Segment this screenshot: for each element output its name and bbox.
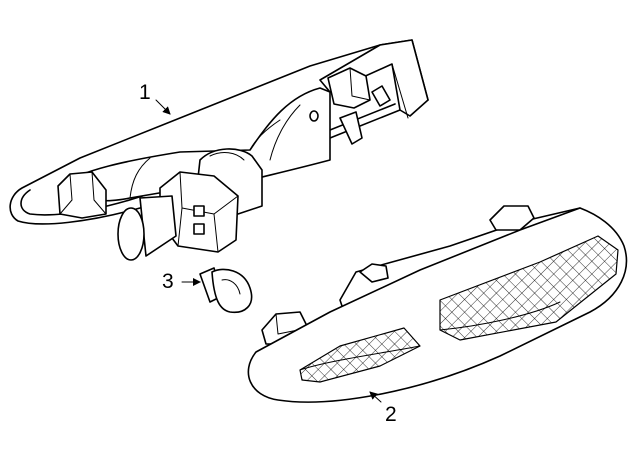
callout-2: 2 — [385, 403, 397, 426]
right-tab — [371, 85, 391, 107]
callout-3: 3 — [162, 270, 174, 293]
bulb-glass — [211, 268, 253, 314]
lens-top-clip-mid — [359, 263, 389, 283]
socket-end — [117, 207, 145, 261]
left-clip — [57, 171, 107, 219]
leader-2 — [369, 391, 382, 403]
part-1-lamp-housing — [9, 39, 429, 261]
lens-hatch-area — [439, 235, 619, 341]
socket-cone — [139, 195, 177, 257]
lens-top-clip-right — [489, 205, 535, 231]
right-clip-lower — [339, 111, 363, 145]
part-2-lens — [247, 205, 628, 403]
part-3-bulb — [199, 267, 253, 314]
lens-hatch-lower — [299, 327, 421, 383]
callout-1: 1 — [139, 81, 151, 104]
leader-1 — [155, 99, 171, 115]
